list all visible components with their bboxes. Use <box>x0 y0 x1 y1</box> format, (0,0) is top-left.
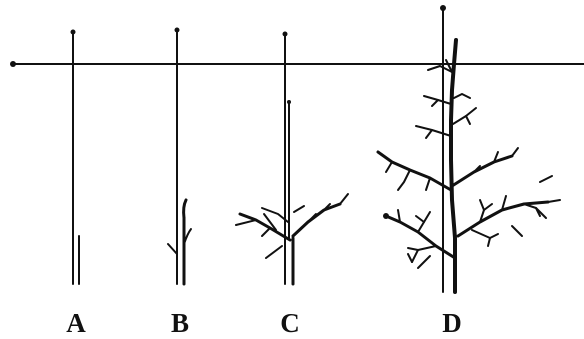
stage-d-trunk <box>376 38 561 294</box>
stage-d-label: D <box>442 308 462 338</box>
stage-b-trunk <box>167 198 192 286</box>
stage-d-tree <box>376 5 561 294</box>
stage-b-tree <box>167 27 192 286</box>
trellis-wire <box>10 61 584 67</box>
stage-c-trunk <box>235 100 349 286</box>
stage-a-tree <box>70 29 80 285</box>
stage-b-label: B <box>171 308 189 338</box>
stage-c-tree <box>235 31 349 286</box>
stage-a-label: A <box>66 308 86 338</box>
stage-c-label: C <box>280 308 300 338</box>
